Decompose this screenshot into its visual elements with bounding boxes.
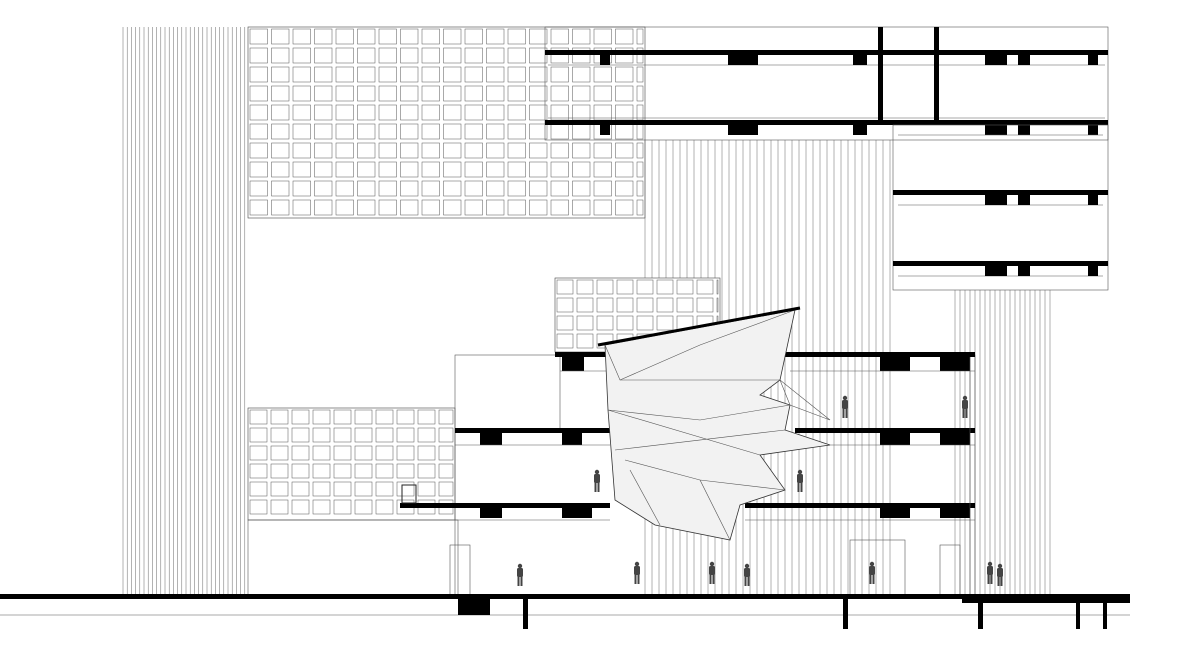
ground-and-foundations [0,594,1130,629]
upper-right-block [544,26,1109,141]
person-figure [594,469,600,492]
person-figure [962,395,968,418]
person-figure [842,395,848,418]
right-cantilever-block [892,124,1109,291]
person-figure [997,563,1003,586]
person-figure [987,561,993,584]
left-tower-facade [122,27,246,594]
person-figure [517,563,523,586]
person-figure [634,561,640,584]
person-figure [869,561,875,584]
low-grid-facade-left [247,407,456,521]
human-figures [517,395,1003,586]
person-figure [709,561,715,584]
person-figure [797,469,803,492]
person-figure [744,563,750,586]
folded-sculpture [597,306,831,541]
striped-tower-right [954,290,1051,594]
